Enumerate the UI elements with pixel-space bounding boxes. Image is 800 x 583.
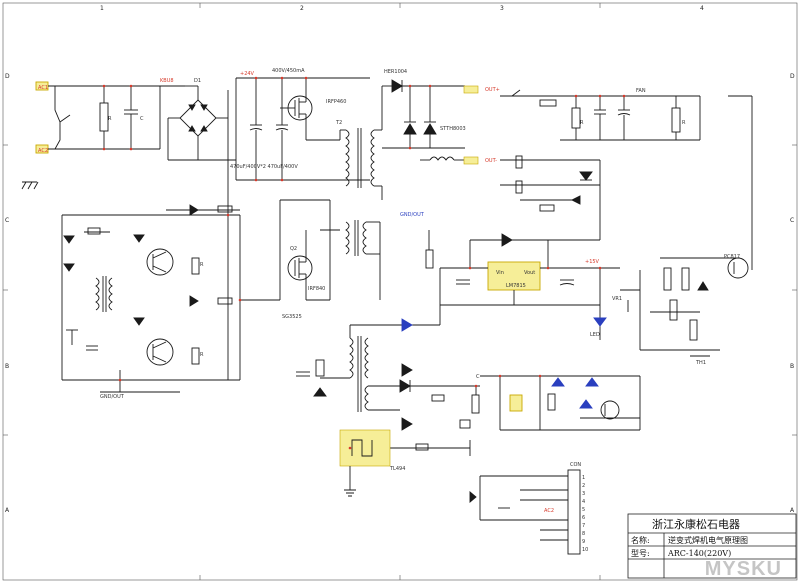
label-r-aux-2: R (682, 120, 686, 126)
diode-top-label: HER1004 (384, 69, 407, 75)
driver-ic (344, 439, 373, 497)
protection-section (593, 257, 749, 357)
col-marker-2: 2 (300, 5, 304, 12)
voltage-regulator (425, 230, 620, 306)
connector-label: CON (570, 462, 581, 468)
label-r-input: R (108, 116, 112, 122)
gate-drive-section (61, 204, 241, 393)
mains-input-section (21, 81, 185, 190)
rectifier-label: KBU8 (160, 78, 174, 84)
thermal-label: TH1 (695, 360, 706, 366)
lower-mosfet (240, 199, 381, 301)
regulator-pin-in: Vin (496, 270, 504, 276)
connector-pin-7: 7 (582, 523, 585, 529)
connector-pin-1: 1 (582, 475, 585, 481)
row-marker-d: D (5, 73, 10, 80)
junction-dots (102, 76, 626, 450)
feedback-section (296, 268, 480, 456)
main-transformer (339, 86, 383, 200)
title-name-label: 名称: (631, 535, 650, 545)
connector-pin-2: 2 (582, 483, 585, 489)
bridge-rectifier (167, 85, 236, 380)
ac-input-1-label: AC1 (38, 85, 48, 91)
label-led: LED (590, 332, 600, 338)
driver-ic-label: TL494 (389, 466, 405, 472)
component-labels: R C R R R R C VR1 LED FAN SG3525 GND/OUT… (108, 88, 686, 514)
opto-label: PC817 (724, 254, 740, 260)
row-marker-b-right: B (790, 363, 794, 370)
vcc-net-label: +15V (585, 259, 600, 265)
label-r-aux: R (580, 120, 584, 126)
connector-pin-8: 8 (582, 531, 585, 537)
main-capacitor-bank (235, 77, 370, 181)
watermark: MYSKU (704, 558, 782, 580)
col-marker-3: 3 (500, 5, 504, 12)
ac-input-2-label: AC2 (38, 148, 48, 154)
connector-block (469, 469, 581, 555)
lower-mosfet-label: IRF840 (308, 286, 325, 292)
title-model-label: 型号: (631, 549, 650, 558)
col-marker-4: 4 (700, 5, 704, 12)
frame-column-markers: 1 2 3 4 D C B A D C B A (5, 5, 795, 514)
row-marker-c-right: C (790, 217, 794, 224)
label-pot: VR1 (612, 296, 622, 302)
label-r-drive: R (200, 262, 204, 268)
control-section (470, 155, 601, 241)
drive-ground-label: GND/OUT (100, 394, 125, 400)
title-company: 浙江永康松石电器 (652, 517, 740, 531)
connector-pin-10: 10 (582, 547, 588, 553)
top-mosfet (280, 78, 340, 141)
title-model-value: ARC-140(220V) (667, 549, 731, 558)
output-negative-label: OUT- (485, 158, 497, 164)
output-positive-label: OUT+ (485, 87, 500, 93)
row-marker-b: B (5, 363, 9, 370)
label-ac-out: AC2 (544, 508, 554, 514)
label-c-feedback: C (476, 374, 480, 380)
rectifier-ref: D1 (194, 78, 201, 84)
top-mosfet-label: IRFP460 (326, 99, 346, 105)
vdd-net-label: +24V (240, 71, 255, 77)
row-marker-a-right: A (790, 507, 795, 514)
title-name-value: 逆变式焊机电气原理图 (668, 535, 748, 545)
label-fan: FAN (636, 88, 646, 94)
connector-pin-6: 6 (582, 515, 585, 521)
label-c-input: C (140, 116, 144, 122)
col-marker-1: 1 (100, 5, 104, 12)
connector-pin-5: 5 (582, 507, 585, 513)
row-marker-d-right: D (790, 73, 795, 80)
main-capacitor-label: 470uF/400V*2 470uF/400V (230, 164, 298, 170)
top-mosfet-rating: 400V/450mA (272, 68, 305, 74)
lower-mosfet-ref: Q2 (290, 246, 297, 252)
label-signal-net: GND/OUT (400, 212, 425, 218)
connector-pin-3: 3 (582, 491, 585, 497)
label-oscillator: SG3525 (282, 314, 302, 320)
row-marker-c: C (5, 217, 9, 224)
regulator-label: LM7815 (506, 283, 526, 289)
aux-supply-section (500, 89, 753, 270)
label-r-drive-2: R (200, 352, 204, 358)
transformer-label: T2 (335, 120, 342, 126)
connector-pin-9: 9 (582, 539, 585, 545)
driver-ic-highlight (339, 429, 391, 467)
connector-pin-labels: 1 2 3 4 5 6 7 8 9 10 (582, 475, 588, 553)
title-block (627, 513, 797, 579)
connector-pin-4: 4 (582, 499, 585, 505)
regulator-pin-out: Vout (524, 270, 535, 276)
diode-top-label-2: STTH8003 (440, 126, 466, 132)
signal-cluster (459, 375, 641, 431)
output-rectifier-diodes (382, 79, 465, 161)
row-marker-a: A (5, 507, 10, 514)
